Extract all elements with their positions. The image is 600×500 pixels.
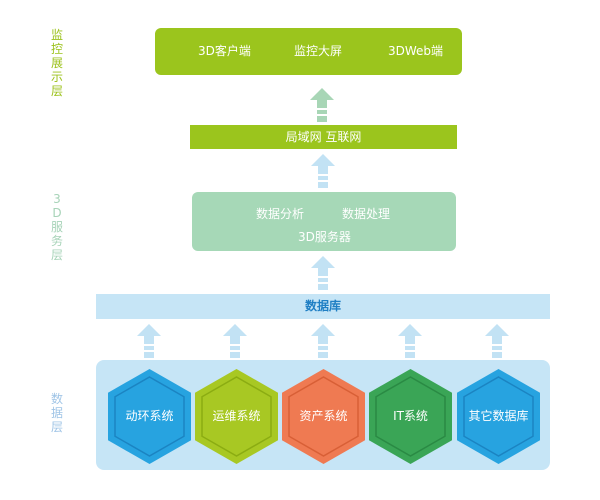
arrow-up-icon xyxy=(311,256,335,290)
system-hexagon: 其它数据库 xyxy=(457,369,540,464)
layer-label-data: 数据层 xyxy=(50,392,63,434)
arrow-up-icon xyxy=(311,324,335,358)
web-3d-label: 3DWeb端 xyxy=(388,44,444,58)
arrow-up-icon xyxy=(223,324,247,358)
data-analysis-label: 数据分析 xyxy=(256,207,305,221)
system-label: 运维系统 xyxy=(212,409,261,423)
data-processing-label: 数据处理 xyxy=(342,207,391,221)
system-label: 其它数据库 xyxy=(468,409,529,423)
big-screen-label: 监控大屏 xyxy=(294,44,343,58)
server-3d-label: 3D服务器 xyxy=(298,230,351,244)
system-label: IT系统 xyxy=(393,409,428,423)
arrow-up-icon xyxy=(310,88,334,122)
database-bar: 数据库 xyxy=(96,294,550,319)
arrow-up-icon xyxy=(311,154,335,188)
system-label: 动环系统 xyxy=(125,409,174,423)
monitor-box: 3D客户端 监控大屏 3DWeb端 xyxy=(155,28,462,75)
system-label: 资产系统 xyxy=(299,409,348,423)
system-hexagon: 运维系统 xyxy=(195,369,278,464)
arrow-up-icon xyxy=(485,324,509,358)
layer-label-service: 3D服务层 xyxy=(50,192,63,262)
system-hexagon: IT系统 xyxy=(369,369,452,464)
layer-label-monitor: 监控展示层 xyxy=(50,28,63,98)
arrow-up-icon xyxy=(137,324,161,358)
system-hexagon: 资产系统 xyxy=(282,369,365,464)
service-box: 数据分析 数据处理 3D服务器 xyxy=(192,192,456,251)
network-bar: 局域网 互联网 xyxy=(190,125,457,149)
system-hexagon: 动环系统 xyxy=(108,369,191,464)
arrow-up-icon xyxy=(398,324,422,358)
client-3d-label: 3D客户端 xyxy=(198,44,251,58)
